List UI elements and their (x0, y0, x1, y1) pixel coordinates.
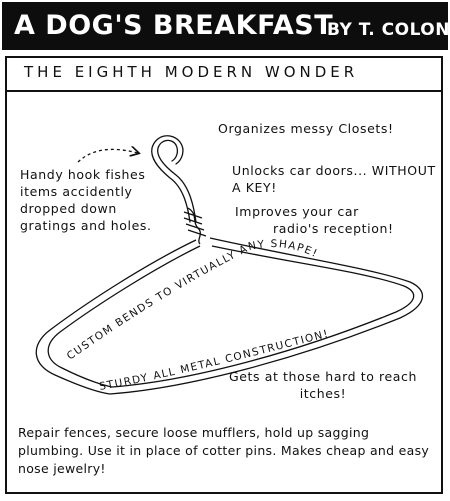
subtitle-strip (5, 56, 443, 92)
caption-other-uses: Repair fences, secure loose mufflers, ho… (18, 425, 430, 476)
comic-panel (5, 56, 443, 494)
hanger-body (35, 237, 424, 395)
caption-closets: Organizes messy Closets! (218, 121, 394, 136)
caption-radio-line1: Improves your car (235, 204, 359, 219)
panel-subtitle: THE EIGHTH MODERN WONDER (24, 63, 359, 81)
caption-car-doors: Unlocks car doors... WITHOUT A KEY! (232, 163, 436, 195)
comic-byline: BY T. COLON (327, 20, 450, 40)
comic-title: A DOG'S BREAKFAST (14, 10, 334, 41)
hook-pointer-arrow (77, 149, 138, 163)
title-bar: A DOG'S BREAKFAST BY T. COLON (2, 2, 450, 50)
hanger-hook (151, 135, 197, 223)
caption-radio: Improves your car radio's reception! (235, 203, 443, 237)
caption-radio-line2: radio's reception! (273, 221, 394, 236)
hanger-twist (183, 207, 207, 245)
caption-itches: Gets at those hard to reach itches! (228, 369, 418, 401)
caption-hook-feature: Handy hook fishes items accidently dropp… (20, 167, 152, 233)
